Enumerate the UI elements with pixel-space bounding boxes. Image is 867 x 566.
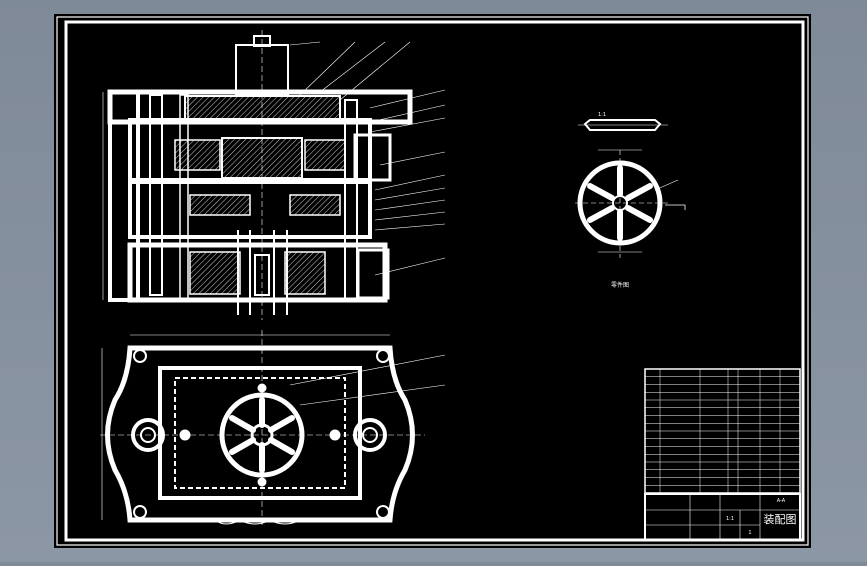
- plan-view: [100, 330, 446, 528]
- hatch-right-insert: [304, 139, 346, 171]
- plan-leader-2: [299, 384, 446, 406]
- right-foot: [356, 248, 390, 300]
- title-text: 装配图: [764, 513, 797, 526]
- bom-table: [644, 368, 801, 494]
- mould-outline: [105, 345, 415, 523]
- part-view: [575, 119, 686, 258]
- right-pin: [344, 99, 358, 301]
- sheet-outer-border: [56, 16, 809, 546]
- right-block: [353, 133, 392, 182]
- guide-pin: [149, 94, 163, 296]
- sprue-puller: [254, 254, 270, 296]
- hatch-cavity: [221, 137, 303, 179]
- hatch-left-insert: [174, 139, 221, 171]
- hatch-bottom-right: [284, 251, 326, 295]
- hatch-core-left: [189, 194, 251, 216]
- hatch-bottom-left: [189, 251, 241, 295]
- corner-hole-br: [376, 505, 390, 519]
- leader-lines: [289, 41, 446, 276]
- sheet-text: 1: [748, 530, 751, 536]
- part-callout: [665, 204, 686, 210]
- corner-hole-tl: [133, 349, 147, 363]
- title-frame: [644, 493, 801, 541]
- corner-hole-bl: [133, 505, 147, 519]
- cavity-plate-plan: [158, 366, 362, 500]
- hatch-core-right: [289, 194, 341, 216]
- cavity-insert-outline: [174, 377, 346, 489]
- scale-text: 1:1: [726, 516, 734, 522]
- title-block: [644, 493, 801, 541]
- part-view-label: 零件图: [611, 281, 629, 289]
- hatch-top: [184, 95, 341, 121]
- return-pin: [179, 94, 189, 301]
- part-side-view: [583, 119, 662, 131]
- break-line: [214, 519, 301, 525]
- corner-hole-tr: [376, 349, 390, 363]
- part-leader: [654, 179, 679, 191]
- plan-leader-1: [289, 354, 446, 386]
- bom-rows: [645, 376, 800, 486]
- detail-label: 1:1: [598, 112, 606, 118]
- guide-pillar-left: [108, 90, 140, 302]
- section-view: [102, 30, 446, 320]
- sheet-inner-border: [64, 20, 805, 542]
- section-note: A-A: [777, 498, 786, 504]
